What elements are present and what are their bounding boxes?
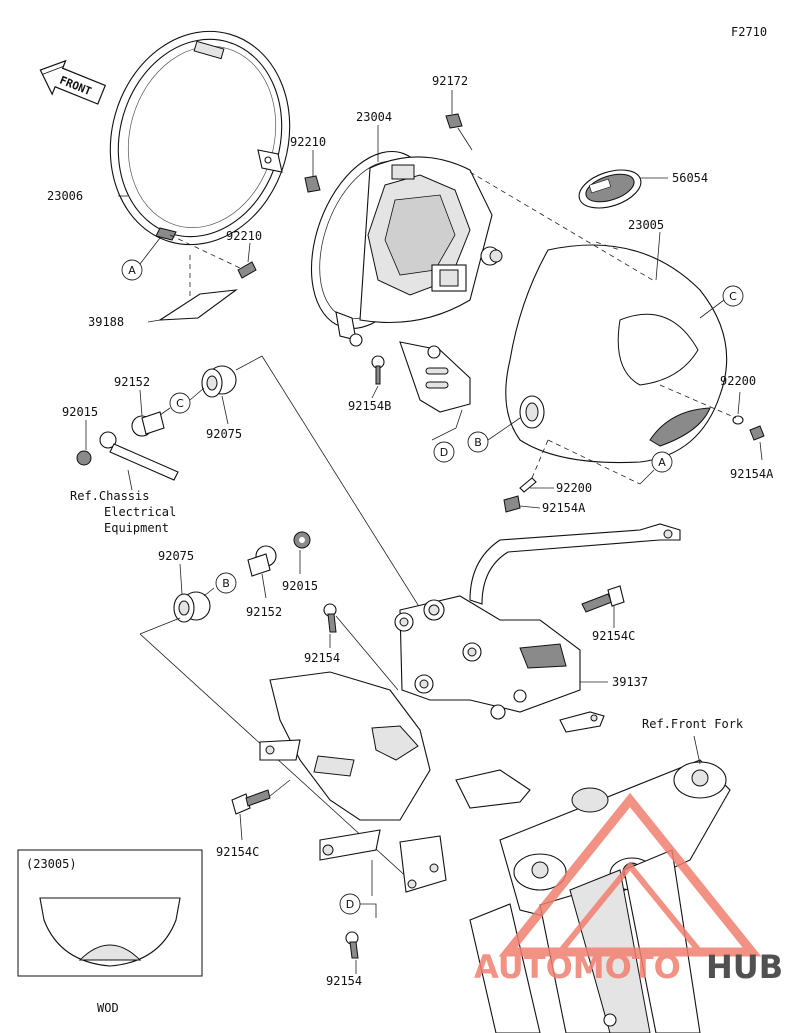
part-number-39137: 39137 bbox=[612, 675, 648, 689]
screw-92154a-low bbox=[503, 495, 521, 513]
part-number-92154B: 92154B bbox=[348, 399, 391, 413]
part-number-92210-top: 92210 bbox=[290, 135, 326, 149]
screw-92172 bbox=[445, 113, 463, 129]
grommet-92075-mid bbox=[173, 591, 211, 623]
callout-d-adjuster-letter: D bbox=[440, 446, 448, 459]
sticker-39188 bbox=[157, 289, 238, 321]
callout-b-left-letter: B bbox=[222, 577, 230, 590]
lower-bracket bbox=[259, 671, 605, 893]
watermark-logo: AUTOMOTO HUB bbox=[474, 792, 783, 986]
part-number-92015-mid: 92015 bbox=[282, 579, 318, 593]
callout-b-cover-letter: B bbox=[474, 436, 482, 449]
nut-92015-mid bbox=[293, 531, 311, 549]
screw-92210-bottom bbox=[237, 261, 257, 279]
part-number-92154A-low: 92154A bbox=[542, 501, 586, 515]
front-arrow-icon: FRONT bbox=[39, 59, 107, 105]
part-number-23006: 23006 bbox=[47, 189, 83, 203]
headlight-cover bbox=[505, 244, 728, 464]
watermark-text-part1: AUTOMOTO bbox=[474, 948, 681, 986]
callout-c-left-letter: C bbox=[176, 397, 184, 410]
callout-c-cover bbox=[722, 285, 744, 307]
watermark-text-part2: HUB bbox=[706, 948, 783, 986]
callout-a-cover bbox=[651, 451, 673, 473]
ref-front-fork: Ref.Front Fork bbox=[642, 717, 744, 731]
callout-d-lower-letter: D bbox=[346, 898, 354, 911]
inset-box bbox=[17, 849, 203, 977]
ref-chassis-line2: Electrical bbox=[104, 505, 176, 519]
part-number-92075-mid: 92075 bbox=[158, 549, 194, 563]
callout-d-adjuster bbox=[433, 441, 455, 463]
emblem-56054 bbox=[578, 169, 642, 209]
part-number-92200-low: 92200 bbox=[556, 481, 592, 495]
callout-b-left bbox=[215, 572, 237, 594]
inset-title: (23005) bbox=[26, 857, 77, 871]
callout-a-cover-letter: A bbox=[658, 456, 666, 469]
part-number-92200-right: 92200 bbox=[720, 374, 756, 388]
part-number-92154C-left: 92154C bbox=[216, 845, 259, 859]
collar-92152-top bbox=[131, 411, 165, 437]
ground-terminal bbox=[99, 431, 179, 481]
nut-92210-top bbox=[304, 175, 321, 193]
headlight-unit bbox=[310, 150, 503, 347]
part-number-23005: 23005 bbox=[628, 218, 664, 232]
inset-caption: WOD bbox=[97, 1001, 119, 1015]
bolt-92154c-left bbox=[231, 789, 271, 815]
part-number-92154C-right: 92154C bbox=[592, 629, 635, 643]
nut-92015-top bbox=[76, 450, 92, 466]
washer-92200-low bbox=[519, 477, 537, 493]
screw-92154a-right bbox=[749, 425, 765, 441]
part-number-23004: 23004 bbox=[356, 110, 392, 124]
part-number-56054: 56054 bbox=[672, 171, 708, 185]
rim-bracket bbox=[257, 149, 283, 173]
ref-chassis-line1: Ref.Chassis bbox=[70, 489, 149, 503]
grommet-92075-top bbox=[201, 365, 237, 398]
bolt-92154c-right bbox=[581, 585, 625, 613]
part-number-92152-top: 92152 bbox=[114, 375, 150, 389]
screw-92154b bbox=[371, 355, 385, 385]
part-number-92154-mid: 92154 bbox=[304, 651, 340, 665]
callout-b-cover bbox=[467, 431, 489, 453]
callout-a-rim-letter: A bbox=[128, 264, 136, 277]
callout-c-cover-letter: C bbox=[729, 290, 737, 303]
callout-a-rim bbox=[121, 259, 143, 281]
ref-chassis-line3: Equipment bbox=[104, 521, 169, 535]
part-number-92015-top: 92015 bbox=[62, 405, 98, 419]
part-number-92210-bottom: 92210 bbox=[226, 229, 262, 243]
part-number-92152-mid: 92152 bbox=[246, 605, 282, 619]
collar-92152-mid bbox=[247, 545, 277, 577]
part-number-92154A-right: 92154A bbox=[730, 467, 774, 481]
callout-c-left bbox=[169, 392, 191, 414]
figure-code: F2710 bbox=[731, 25, 767, 39]
part-number-92154-bottom: 92154 bbox=[326, 974, 362, 988]
part-number-39188: 39188 bbox=[88, 315, 124, 329]
bolt-92154-mid bbox=[323, 603, 337, 633]
headlight-rim bbox=[109, 30, 291, 246]
part-number-92172: 92172 bbox=[432, 74, 468, 88]
headlight-bracket bbox=[394, 595, 581, 720]
support-tube bbox=[469, 523, 681, 605]
adjuster-bracket bbox=[399, 341, 471, 413]
bolt-92154-bottom bbox=[345, 931, 359, 959]
part-number-92075-top: 92075 bbox=[206, 427, 242, 441]
